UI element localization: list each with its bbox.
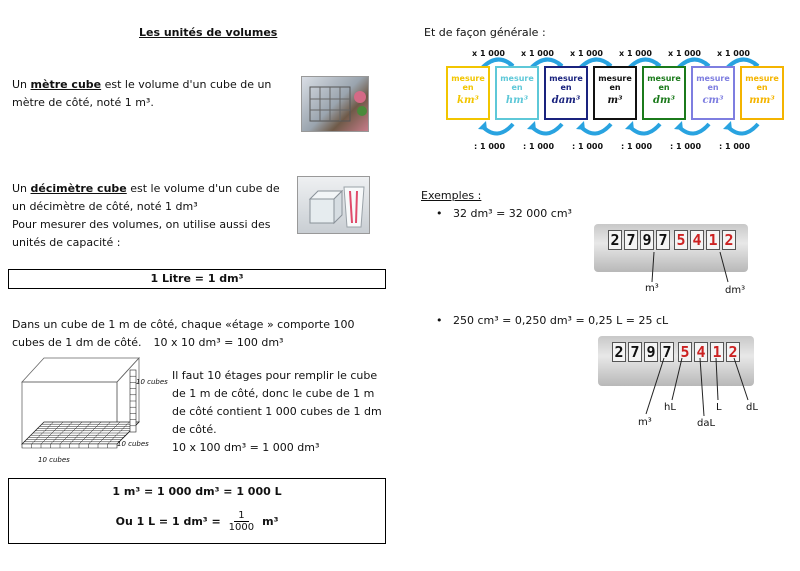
general-heading: Et de façon générale : <box>424 26 546 39</box>
meter-digit-red: 2 <box>722 230 736 250</box>
example-1: • 32 dm³ = 32 000 cm³ <box>436 207 572 220</box>
unit-name: dm³ <box>653 95 675 106</box>
meter-digit: 7 <box>656 230 670 250</box>
unit-name: hm³ <box>505 95 529 106</box>
divide-label: : 1 000 <box>719 142 751 151</box>
paragraph-decimetre-cube: Un décimètre cube est le volume d'un cub… <box>12 182 280 249</box>
label-hL: hL <box>664 402 676 413</box>
cube-label-bottom: 10 cubes <box>38 456 70 464</box>
multiply-label: x 1 000 <box>521 49 554 58</box>
unit-name: m³ <box>607 95 623 106</box>
unit-name: dam³ <box>551 95 581 106</box>
arrowhead <box>625 121 634 130</box>
arrowhead <box>674 121 683 130</box>
paragraph-etages: Il faut 10 étages pour remplir le cube d… <box>172 369 382 454</box>
divide-label: : 1 000 <box>572 142 604 151</box>
glass-cube-icon <box>308 186 365 228</box>
unit-name: mm³ <box>749 95 775 106</box>
meter-digit: 7 <box>624 230 638 250</box>
summary-line-2: Ou 1 L = 1 dm³ = 1 1000 m³ <box>115 510 279 533</box>
unit-name: cm³ <box>702 95 724 106</box>
multiply-label: x 1 000 <box>472 49 505 58</box>
meter-digit-red: 2 <box>726 342 740 362</box>
example-2-pointers <box>645 357 749 417</box>
multiply-label: x 1 000 <box>717 49 750 58</box>
paragraph-etage: Dans un cube de 1 m de côté, chaque «éta… <box>12 318 355 349</box>
meter-digit-red: 5 <box>674 230 688 250</box>
label-daL: daL <box>697 418 716 429</box>
meter-digit: 9 <box>640 230 654 250</box>
label-dL: dL <box>746 402 758 413</box>
example-2: • 250 cm³ = 0,250 dm³ = 0,25 L = 25 cL <box>436 314 669 327</box>
meter-digit: 2 <box>608 230 622 250</box>
meter-digit-red: 4 <box>694 342 708 362</box>
multiply-label: x 1 000 <box>619 49 652 58</box>
meter-digit: 9 <box>644 342 658 362</box>
cube-label-right: 10 cubes <box>117 440 149 448</box>
litre-equivalence-box: 1 Litre = 1 dm³ <box>8 269 386 289</box>
meter-digit-red: 5 <box>678 342 692 362</box>
divide-label: : 1 000 <box>523 142 555 151</box>
page-title: Les unités de volumes <box>139 26 278 39</box>
label-dm3: dm³ <box>725 285 746 296</box>
tank-icon <box>309 86 367 122</box>
meter-digit: 7 <box>660 342 674 362</box>
summary-line-1: 1 m³ = 1 000 dm³ = 1 000 L <box>112 485 282 498</box>
term-metre-cube: mètre cube <box>30 78 102 91</box>
arrowhead <box>576 121 585 130</box>
meter-digit: 2 <box>612 342 626 362</box>
photo-water-tank <box>301 76 369 132</box>
divide-label: : 1 000 <box>474 142 506 151</box>
meter-display-1: 2 7 9 7 5 4 1 2 <box>594 224 748 272</box>
multiply-label: x 1 000 <box>570 49 603 58</box>
meter-digit-red: 4 <box>690 230 704 250</box>
unit-name: km³ <box>457 95 479 106</box>
photo-glass-cube <box>297 176 370 234</box>
arrowhead <box>723 121 732 130</box>
divide-label: : 1 000 <box>621 142 653 151</box>
divide-label: : 1 000 <box>670 142 702 151</box>
fraction: 1 1000 <box>228 510 255 533</box>
meter-digit: 7 <box>628 342 642 362</box>
label-m3: m³ <box>638 417 652 428</box>
paragraph-metre-cube: Un mètre cube est le volume d'un cube de… <box>12 78 272 109</box>
arrowhead <box>478 121 487 130</box>
cube-label-top: 10 cubes <box>136 378 168 386</box>
label-L: L <box>716 402 722 413</box>
summary-box: 1 m³ = 1 000 dm³ = 1 000 L Ou 1 L = 1 dm… <box>8 478 386 544</box>
multiply-label: x 1 000 <box>668 49 701 58</box>
arrowhead <box>527 121 536 130</box>
meter-display-2: 2 7 9 7 5 4 1 2 <box>598 336 754 386</box>
label-m3: m³ <box>645 283 659 294</box>
cube-diagram <box>21 356 140 449</box>
examples-title: Exemples : <box>421 189 482 202</box>
term-decimetre-cube: décimètre cube <box>30 182 127 195</box>
meter-digit-red: 1 <box>706 230 720 250</box>
meter-digit-red: 1 <box>710 342 724 362</box>
example-1-pointers <box>651 251 729 283</box>
